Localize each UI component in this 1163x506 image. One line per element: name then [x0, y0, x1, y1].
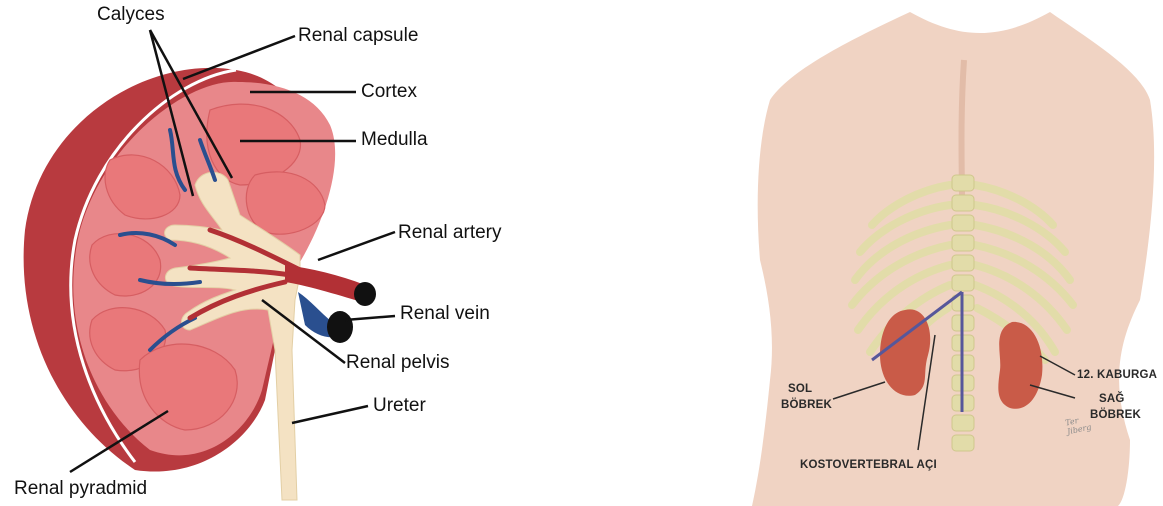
ureter-leader	[292, 406, 368, 423]
sol-bobrek-label-line1: SOL	[788, 383, 812, 395]
renal-capsule-label: Renal capsule	[298, 25, 418, 47]
renal-artery-opening	[354, 282, 376, 306]
ureter-label: Ureter	[373, 395, 426, 417]
calyces-label: Calyces	[97, 4, 165, 26]
renal-pyramid-label: Renal pyradmid	[14, 478, 147, 500]
kaburga-label: 12. KABURGA	[1077, 369, 1157, 381]
vertebra	[952, 415, 974, 431]
vertebra	[952, 195, 974, 211]
back-illustration	[752, 12, 1154, 506]
vertebra	[952, 435, 974, 451]
renal-artery-trunk	[285, 265, 365, 302]
medulla-label: Medulla	[361, 129, 428, 151]
renal-artery-leader	[318, 232, 395, 260]
kidney-cross-section	[24, 30, 395, 500]
kostovertebral-angle-label: KOSTOVERTEBRAL AÇI	[800, 459, 937, 471]
sol-bobrek-label-line2: BÖBREK	[781, 399, 832, 411]
cortex-label: Cortex	[361, 81, 417, 103]
sag-bobrek-label-line2: BÖBREK	[1090, 409, 1141, 421]
renal-vein-leader	[345, 316, 395, 320]
vertebra	[952, 175, 974, 191]
renal-vein-opening	[327, 311, 353, 343]
renal-pelvis-label: Renal pelvis	[346, 352, 450, 374]
vertebra	[952, 275, 974, 291]
vertebra	[952, 235, 974, 251]
renal-artery-label: Renal artery	[398, 222, 502, 244]
sag-bobrek-label-line1: SAĞ	[1099, 393, 1125, 405]
renal-vein-label: Renal vein	[400, 303, 490, 325]
vertebra	[952, 255, 974, 271]
vertebra	[952, 215, 974, 231]
